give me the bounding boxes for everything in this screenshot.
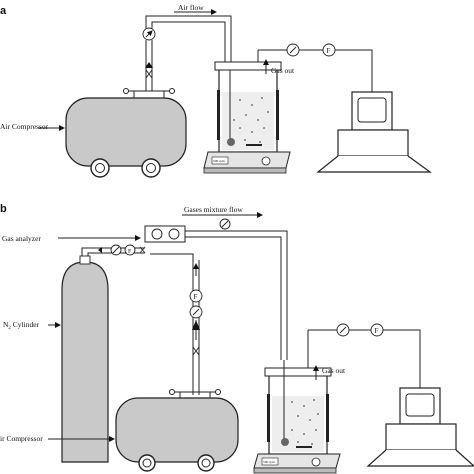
- gas-out-label-a: Gas out: [271, 66, 295, 75]
- air-flow-label: Air flow: [178, 3, 204, 12]
- air-compressor-b-tank: [115, 397, 239, 463]
- stirrer-plate-b: 500 rpm: [253, 453, 341, 474]
- keyboard-a: [316, 155, 432, 173]
- air-compressor-a: [65, 88, 187, 178]
- check-valve-a: [145, 62, 153, 68]
- compressor-handle: [128, 90, 170, 98]
- gas-out-label-b: Gas out: [322, 366, 346, 375]
- flowmeter-letter-a: F: [327, 47, 331, 55]
- reactor-vessel-a: [214, 61, 282, 153]
- panel-b-letter: b: [0, 203, 7, 215]
- air-compressor-tank: [65, 97, 187, 167]
- stirrer-knob-a: [261, 156, 271, 166]
- gases-mixture-flow-label: Gases mixture flow: [184, 205, 243, 214]
- gas-analyzer-label: Gas analyzer: [2, 234, 41, 243]
- vessel-lid: [214, 61, 282, 71]
- svg-text:F: F: [128, 249, 132, 255]
- flowmeter-b: [370, 323, 384, 337]
- svg-text:F: F: [194, 293, 198, 301]
- flowmeter-b-compressor: [189, 289, 203, 303]
- cylinder-valve: [79, 255, 91, 265]
- stirrer-speed-b: 500 rpm: [263, 460, 275, 464]
- n2-cylinder-label: N2 Cylinder: [3, 320, 40, 331]
- pc-case-a: [337, 129, 409, 157]
- computer-b: [366, 387, 474, 467]
- panel-b: b Gases mixture flow Gas analyzer F F: [0, 203, 474, 474]
- n2-cylinder: [61, 255, 109, 463]
- panel-a: a Air Compressor Air flow: [0, 3, 432, 178]
- reactor-vessel-b: [264, 360, 332, 455]
- svg-text:F: F: [375, 327, 379, 335]
- air-compressor-label-a: Air Compressor: [0, 122, 49, 131]
- stirrer-plate-a: 500 rpm: [203, 151, 291, 174]
- computer-a: [316, 91, 432, 173]
- air-compressor-label-b: ir Compressor: [0, 434, 43, 443]
- air-compressor-b: [115, 389, 239, 472]
- cylinder-body: [61, 261, 109, 463]
- stirrer-speed-a: 500 rpm: [213, 159, 225, 163]
- valve-a: [145, 69, 153, 79]
- flowmeter-a: [322, 43, 336, 57]
- flowmeter-b-n2: [124, 244, 136, 256]
- diffuser: [227, 138, 235, 146]
- panel-a-letter: a: [0, 5, 7, 17]
